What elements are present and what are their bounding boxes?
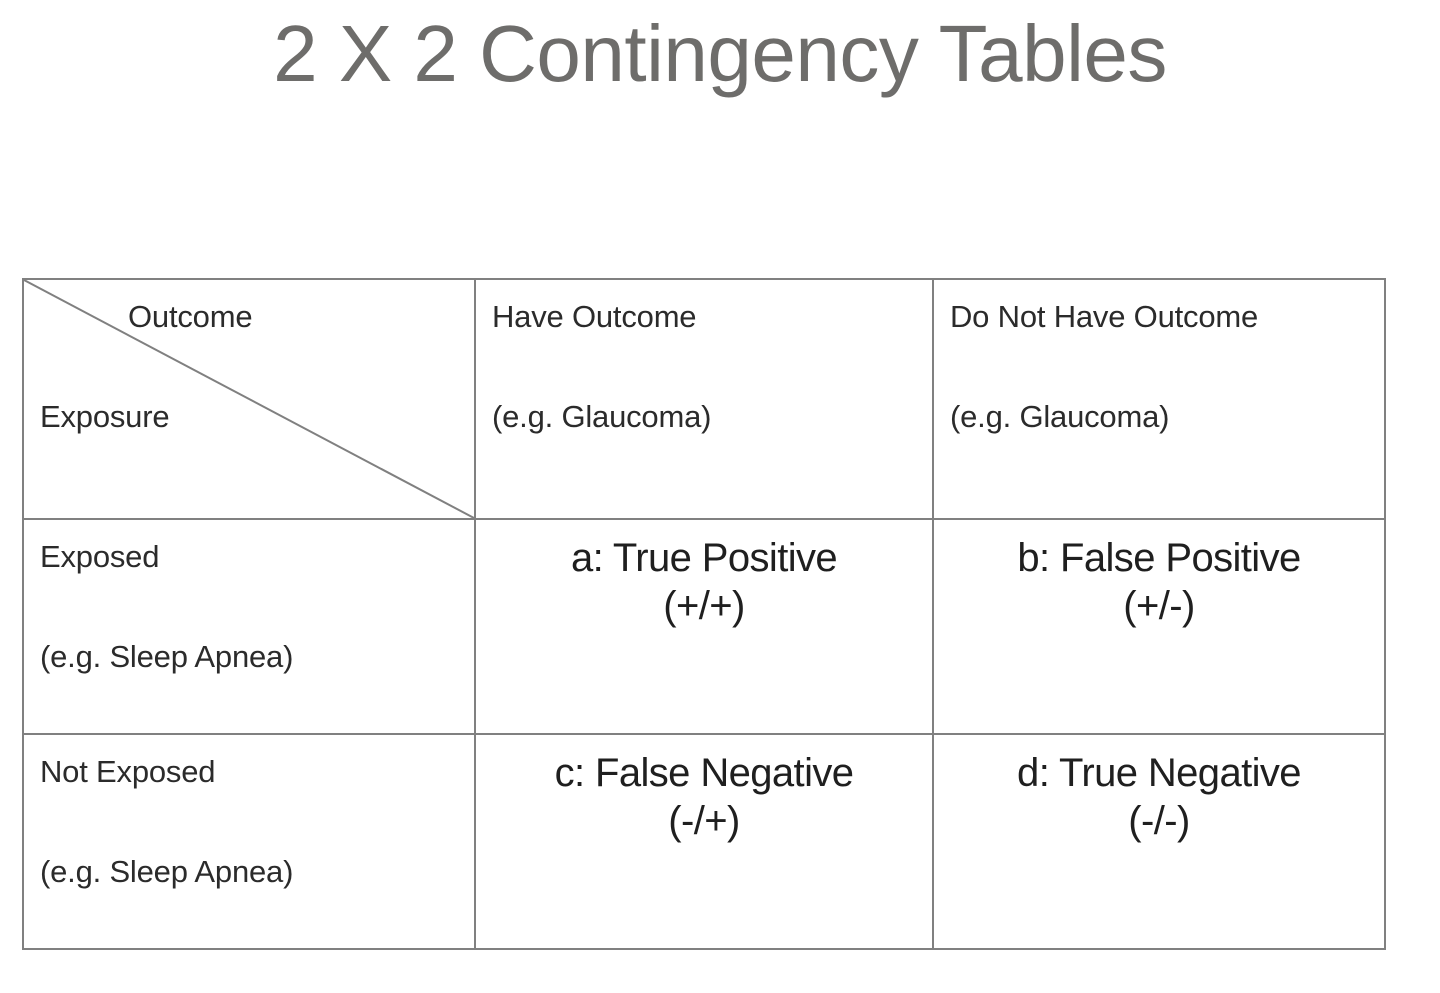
cell-a-true-positive: a: True Positive (+/+) [474, 518, 934, 735]
column-header-do-not-have-outcome: Do Not Have Outcome (e.g. Glaucoma) [932, 278, 1386, 520]
column-header-title: Have Outcome [492, 299, 697, 334]
cell-d-true-negative: d: True Negative (-/-) [932, 733, 1386, 950]
column-axis-label: Outcome [128, 299, 253, 334]
row-header-example: (e.g. Sleep Apnea) [40, 639, 294, 674]
cell-label: c: False Negative [554, 751, 854, 795]
cell-label: a: True Positive [570, 536, 838, 580]
table-header-row: Outcome Exposure Have Outcome (e.g. Glau… [22, 278, 1386, 520]
column-header-example: (e.g. Glaucoma) [492, 399, 712, 434]
page-title: 2 X 2 Contingency Tables [273, 9, 1167, 98]
cell-notation: (-/-) [1128, 799, 1190, 843]
cell-notation: (+/+) [663, 584, 745, 628]
contingency-table: Outcome Exposure Have Outcome (e.g. Glau… [22, 278, 1386, 950]
cell-label: d: True Negative [1017, 751, 1302, 795]
cell-label: b: False Positive [1017, 536, 1301, 580]
row-header-example: (e.g. Sleep Apnea) [40, 854, 294, 889]
column-header-title: Do Not Have Outcome [950, 299, 1259, 334]
column-header-example: (e.g. Glaucoma) [950, 399, 1170, 434]
table-corner-cell: Outcome Exposure [22, 278, 476, 520]
row-header-not-exposed: Not Exposed (e.g. Sleep Apnea) [22, 733, 476, 950]
cell-notation: (-/+) [668, 799, 740, 843]
table-row-not-exposed: Not Exposed (e.g. Sleep Apnea) c: False … [22, 733, 1386, 950]
row-header-exposed: Exposed (e.g. Sleep Apnea) [22, 518, 476, 735]
cell-notation: (+/-) [1123, 584, 1195, 628]
column-header-have-outcome: Have Outcome (e.g. Glaucoma) [474, 278, 934, 520]
cell-c-false-negative: c: False Negative (-/+) [474, 733, 934, 950]
row-header-title: Exposed [40, 539, 160, 574]
row-axis-label: Exposure [40, 399, 170, 434]
table-row-exposed: Exposed (e.g. Sleep Apnea) a: True Posit… [22, 518, 1386, 735]
cell-b-false-positive: b: False Positive (+/-) [932, 518, 1386, 735]
row-header-title: Not Exposed [40, 754, 216, 789]
